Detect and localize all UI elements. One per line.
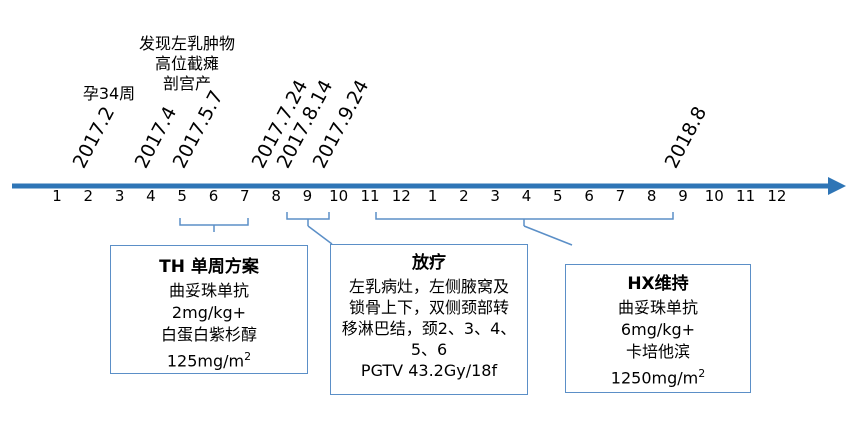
month-label: 11 xyxy=(736,187,756,205)
rt-regimen-box: 放疗 左乳病灶，左侧腋窝及 锁骨上下，双侧颈部转 移淋巴结，颈2、3、4、 5、… xyxy=(330,244,528,395)
hx-dose: 1250mg/m2 xyxy=(566,363,750,389)
th-line: 白蛋白紫杉醇 xyxy=(160,325,257,344)
rt-line: PGTV 43.2Gy/18f xyxy=(360,361,498,380)
hx-dose-exponent: 2 xyxy=(698,367,706,380)
rt-line: 锁骨上下，双侧颈部转 xyxy=(348,298,509,317)
rt-bracket xyxy=(286,212,330,220)
month-label: 2 xyxy=(459,187,469,205)
month-label: 1 xyxy=(52,187,62,205)
hx-line: 6mg/kg+ xyxy=(620,320,696,339)
month-label: 6 xyxy=(584,187,594,205)
month-label: 10 xyxy=(329,187,349,205)
th-line: 曲妥珠单抗 xyxy=(168,281,249,300)
rt-line: 5、6 xyxy=(410,340,448,359)
hx-bracket xyxy=(375,212,674,220)
month-label: 7 xyxy=(615,187,626,205)
hx-regimen-box: HX维持 曲妥珠单抗 6mg/kg+ 卡培他滨 1250mg/m2 xyxy=(565,264,751,393)
rt-line: 左乳病灶，左侧腋窝及 xyxy=(348,277,509,296)
month-label: 7 xyxy=(240,187,250,205)
rt-line: 移淋巴结，颈2、3、4、 xyxy=(341,319,517,338)
th-regimen-box: TH 单周方案 曲妥珠单抗 2mg/kg+ 白蛋白紫杉醇 125mg/m2 xyxy=(110,245,308,374)
th-title: TH 单周方案 xyxy=(159,257,259,277)
hx-title: HX维持 xyxy=(627,274,689,294)
month-label: 1 xyxy=(427,187,438,205)
month-label: 5 xyxy=(553,187,563,205)
timeline-arrowhead xyxy=(828,177,846,195)
month-label: 12 xyxy=(391,187,411,205)
event-discovery-line: 高位截瘫 xyxy=(154,54,219,73)
month-label: 4 xyxy=(146,187,156,205)
month-label: 3 xyxy=(114,187,125,205)
th-dose: 125mg/m2 xyxy=(111,346,307,372)
month-label: 4 xyxy=(521,187,532,205)
month-label: 9 xyxy=(302,187,313,205)
event-pregnancy: 孕34周 xyxy=(82,84,136,103)
hx-dose-value: 1250mg/m xyxy=(610,368,699,388)
rt-connector xyxy=(307,225,333,245)
month-label: 11 xyxy=(360,187,380,205)
month-label: 8 xyxy=(646,187,657,205)
event-discovery-line: 剖宫产 xyxy=(162,74,211,93)
month-label: 10 xyxy=(704,187,724,205)
month-label: 12 xyxy=(767,187,787,205)
month-label: 3 xyxy=(490,187,500,205)
event-discovery-line: 发现左乳肿物 xyxy=(138,34,235,53)
hx-line: 卡培他滨 xyxy=(625,342,690,361)
hx-connector xyxy=(523,225,573,246)
th-bracket xyxy=(179,218,249,226)
rt-title: 放疗 xyxy=(412,253,446,273)
th-dose-value: 125mg/m xyxy=(166,351,245,371)
event-discovery: 发现左乳肿物 高位截瘫 剖宫产 xyxy=(122,34,252,94)
month-label: 5 xyxy=(177,187,187,205)
th-line: 2mg/kg+ xyxy=(171,303,247,322)
month-label: 9 xyxy=(678,187,688,205)
month-label: 8 xyxy=(271,187,281,205)
month-label: 6 xyxy=(208,187,219,205)
th-dose-exponent: 2 xyxy=(244,350,252,363)
month-label: 2 xyxy=(83,187,94,205)
hx-line: 曲妥珠单抗 xyxy=(617,298,698,317)
